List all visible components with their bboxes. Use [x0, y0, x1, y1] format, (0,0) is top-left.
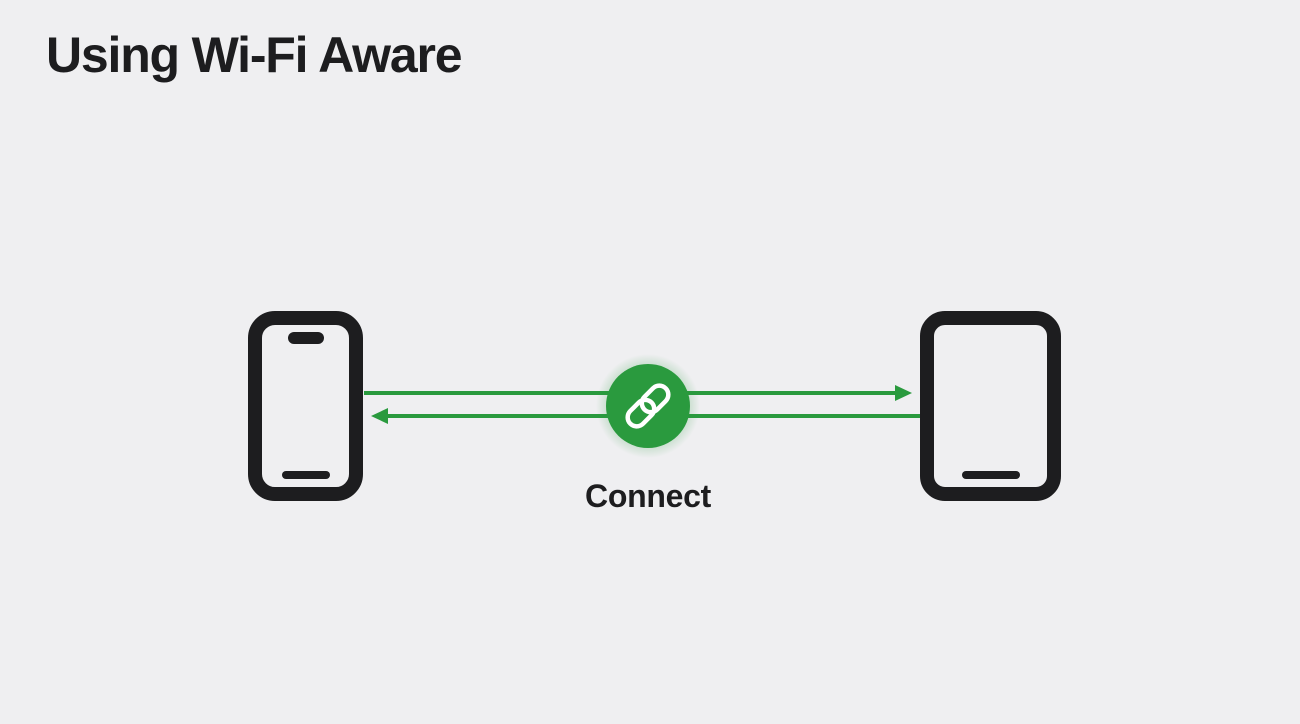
slide-title: Using Wi-Fi Aware — [46, 27, 463, 83]
iphone-island — [288, 332, 324, 344]
iphone-home-indicator — [282, 471, 330, 479]
iphone-icon — [248, 311, 363, 501]
ipad-home-indicator — [962, 471, 1020, 479]
ipad-icon — [920, 311, 1061, 501]
connect-label: Connect — [585, 478, 711, 514]
link-icon — [625, 383, 671, 429]
link-badge — [596, 354, 700, 458]
